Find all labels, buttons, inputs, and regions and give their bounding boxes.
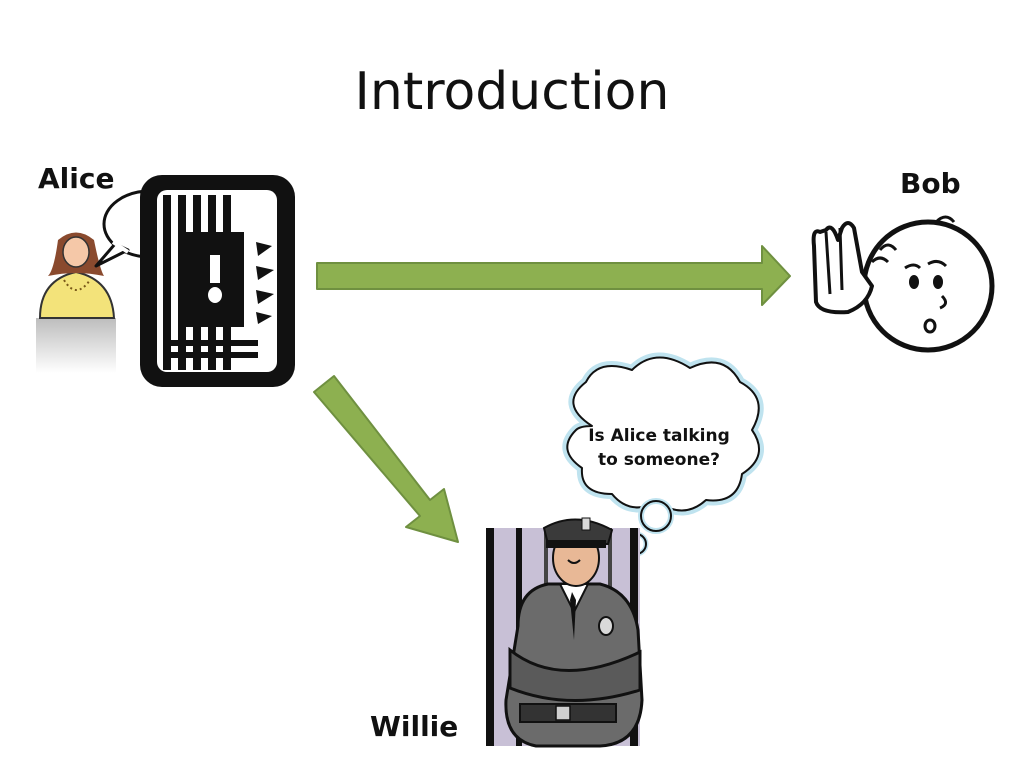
arrow-to-bob <box>316 245 791 306</box>
alice-avatar-icon <box>36 232 116 373</box>
thought-line-1: Is Alice talking <box>588 426 730 446</box>
bob-face-icon <box>811 215 995 353</box>
willie-warden-icon <box>486 517 644 748</box>
thought-line-2: to someone? <box>598 450 720 470</box>
alice-label: Alice <box>38 162 115 195</box>
page-title: Introduction <box>354 62 670 122</box>
prison-door-icon <box>140 175 295 387</box>
willie-label: Willie <box>370 710 459 743</box>
arrow-to-willie <box>313 375 459 543</box>
thought-bubble <box>562 352 765 557</box>
bob-label: Bob <box>900 167 961 200</box>
thought-bubble-text: Is Alice talking to someone? <box>584 424 734 472</box>
